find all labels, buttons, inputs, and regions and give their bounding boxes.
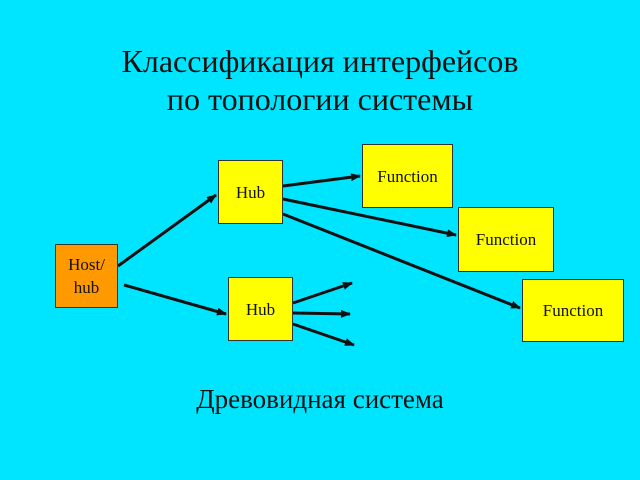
host-hub-label-line-1: Host/: [68, 255, 105, 274]
hub-node-bottom-label: Hub: [245, 299, 276, 319]
diagram-caption: Древовидная система: [196, 384, 444, 414]
arrow-host-to-hub-top: [117, 193, 217, 268]
arrow-hub-to-function-2: [282, 197, 457, 238]
function-node-2: Function: [458, 207, 554, 272]
hub-node-top-label: Hub: [235, 182, 266, 202]
arrow-hub-bottom-out-3: [292, 322, 355, 347]
arrow-hub-to-function-3: [282, 212, 521, 310]
host-hub-node: Host/ hub: [55, 244, 118, 308]
function-node-3-label: Function: [542, 301, 604, 320]
function-node-3: Function: [522, 279, 624, 342]
arrow-hub-to-function-1: [282, 173, 361, 188]
function-node-2-label: Function: [475, 230, 537, 249]
arrow-host-to-hub-bottom: [123, 283, 227, 316]
function-node-1: Function: [362, 144, 453, 208]
hub-node-bottom: Hub: [228, 277, 293, 341]
hub-node-top: Hub: [218, 160, 283, 224]
slide-title: Классификация интерфейсов по топологии с…: [0, 42, 640, 118]
arrow-hub-bottom-out-2: [292, 309, 351, 318]
function-node-1-label: Function: [377, 166, 438, 186]
host-hub-label-line-2: hub: [73, 278, 100, 297]
arrow-hub-bottom-out-1: [292, 281, 353, 305]
slide-title-line-2: по топологии системы: [166, 81, 474, 117]
slide-title-line-1: Классификация интерфейсов: [121, 43, 519, 79]
